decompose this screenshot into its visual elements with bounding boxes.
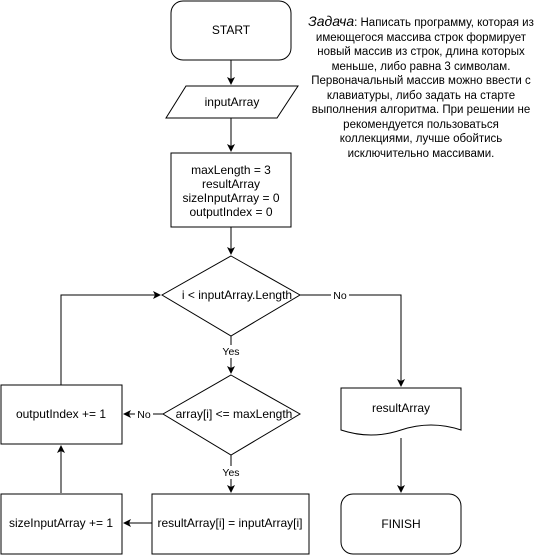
loop-condition-label: i < inputArray.Length: [182, 288, 292, 302]
increment-size-box: [0, 493, 123, 555]
assign-result-label: resultArray[i] = inputArray[i]: [157, 516, 302, 530]
connector-output-loop: [60, 291, 161, 385]
init-line-3: sizeInputArray = 0: [182, 191, 279, 205]
input-label: inputArray: [205, 95, 260, 109]
yes-label-bg-1: [221, 345, 241, 358]
yes-label-2: Yes: [222, 467, 239, 479]
start-terminal: [170, 0, 292, 61]
check-condition-label: array[i] <= maxLength: [176, 407, 293, 421]
increment-output-label: outputIndex += 1: [16, 407, 106, 421]
task-text: : Написать программу, которая из имеющег…: [311, 17, 534, 160]
yes-label-bg-2: [221, 466, 241, 479]
no-label-1: No: [333, 290, 347, 302]
increment-output-box: [0, 384, 123, 445]
increment-size-label: sizeInputArray += 1: [9, 516, 113, 530]
input-parallelogram: [165, 85, 299, 119]
finish-label: FINISH: [381, 517, 420, 531]
output-document-label: resultArray: [372, 401, 430, 415]
output-document-shape: [340, 387, 462, 436]
loop-condition-diamond: [161, 255, 301, 337]
connector-loop-no: [300, 294, 405, 387]
init-line-4: outputIndex = 0: [189, 205, 272, 219]
finish-terminal: [340, 493, 462, 555]
task-description: Задача: Написать программу, которая из и…: [306, 14, 536, 161]
yes-label-1: Yes: [222, 346, 239, 358]
no-label-2: No: [137, 409, 151, 421]
start-label: START: [212, 23, 251, 37]
init-process-box: [170, 152, 292, 228]
no-label-bg-1: [331, 289, 349, 302]
init-line-1: maxLength = 3: [191, 163, 271, 177]
check-condition-diamond: [162, 374, 301, 456]
task-label: Задача: [308, 13, 355, 29]
assign-result-box: [151, 493, 310, 555]
init-line-2: resultArray: [202, 177, 260, 191]
no-label-bg-2: [135, 408, 153, 421]
